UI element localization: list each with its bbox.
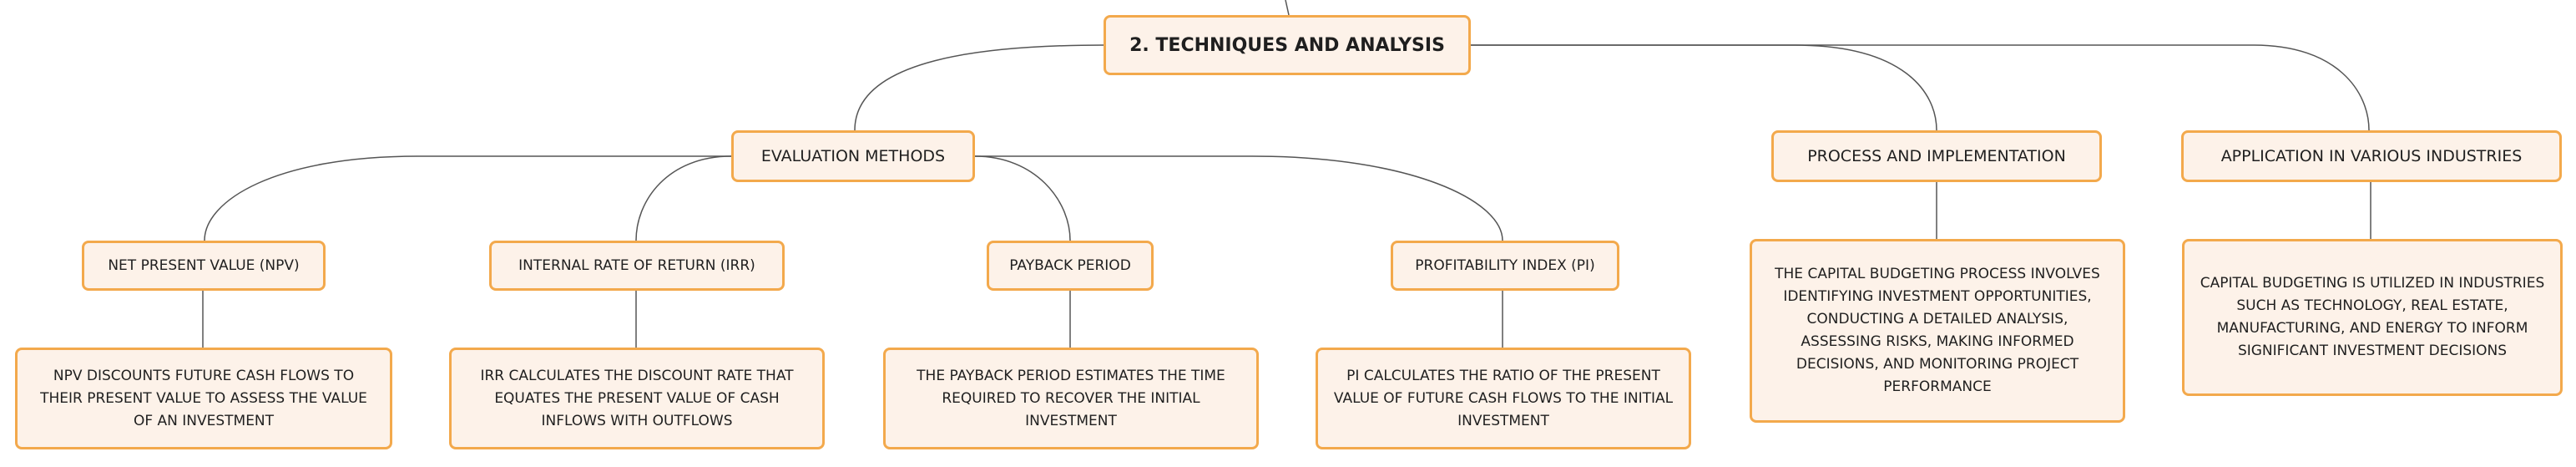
connector-root-evaluation bbox=[854, 44, 1104, 131]
root-label: 2. TECHNIQUES AND ANALYSIS bbox=[1129, 34, 1445, 56]
note-text: THE PAYBACK PERIOD ESTIMATES THE TIME RE… bbox=[917, 367, 1225, 429]
connector-root-process bbox=[1469, 44, 1937, 131]
topic-npv[interactable]: NET PRESENT VALUE (NPV) bbox=[82, 241, 326, 291]
topic-label: PAYBACK PERIOD bbox=[1009, 257, 1131, 274]
topic-profitability-index[interactable]: PROFITABILITY INDEX (PI) bbox=[1391, 241, 1619, 291]
topic-label: PROFITABILITY INDEX (PI) bbox=[1415, 257, 1595, 274]
connector-evaluation-payback bbox=[974, 155, 1071, 241]
connector-evaluation-npv bbox=[204, 155, 731, 241]
note-npv[interactable]: NPV DISCOUNTS FUTURE CASH FLOWS TO THEIR… bbox=[15, 348, 392, 449]
connector-root-application bbox=[1469, 44, 2370, 131]
branch-label: PROCESS AND IMPLEMENTATION bbox=[1807, 147, 2066, 165]
note-text: PI CALCULATES THE RATIO OF THE PRESENT V… bbox=[1333, 367, 1674, 429]
note-application-industries[interactable]: CAPITAL BUDGETING IS UTILIZED IN INDUSTR… bbox=[2182, 239, 2563, 396]
branch-label: EVALUATION METHODS bbox=[760, 147, 946, 165]
branch-application-industries[interactable]: APPLICATION IN VARIOUS INDUSTRIES bbox=[2181, 130, 2562, 182]
branch-evaluation-methods[interactable]: EVALUATION METHODS bbox=[731, 130, 975, 182]
topic-payback-period[interactable]: PAYBACK PERIOD bbox=[987, 241, 1154, 291]
note-text: CAPITAL BUDGETING IS UTILIZED IN INDUSTR… bbox=[2200, 275, 2545, 359]
topic-irr[interactable]: INTERNAL RATE OF RETURN (IRR) bbox=[489, 241, 785, 291]
note-text: IRR CALCULATES THE DISCOUNT RATE THAT EQ… bbox=[480, 367, 794, 429]
branch-process-implementation[interactable]: PROCESS AND IMPLEMENTATION bbox=[1771, 130, 2102, 182]
connector-evaluation-irr bbox=[635, 155, 732, 241]
note-text: THE CAPITAL BUDGETING PROCESS INVOLVES I… bbox=[1775, 266, 2100, 395]
note-irr[interactable]: IRR CALCULATES THE DISCOUNT RATE THAT EQ… bbox=[449, 348, 825, 449]
branch-label: APPLICATION IN VARIOUS INDUSTRIES bbox=[2220, 147, 2523, 165]
connector-parent-stub bbox=[1285, 0, 1290, 16]
note-process-implementation[interactable]: THE CAPITAL BUDGETING PROCESS INVOLVES I… bbox=[1750, 239, 2125, 423]
topic-label: INTERNAL RATE OF RETURN (IRR) bbox=[518, 257, 755, 274]
connector-evaluation-pi bbox=[975, 155, 1503, 241]
topic-label: NET PRESENT VALUE (NPV) bbox=[108, 257, 300, 274]
root-node[interactable]: 2. TECHNIQUES AND ANALYSIS bbox=[1104, 15, 1471, 75]
note-text: NPV DISCOUNTS FUTURE CASH FLOWS TO THEIR… bbox=[40, 367, 367, 429]
note-payback-period[interactable]: THE PAYBACK PERIOD ESTIMATES THE TIME RE… bbox=[883, 348, 1259, 449]
note-profitability-index[interactable]: PI CALCULATES THE RATIO OF THE PRESENT V… bbox=[1316, 348, 1691, 449]
